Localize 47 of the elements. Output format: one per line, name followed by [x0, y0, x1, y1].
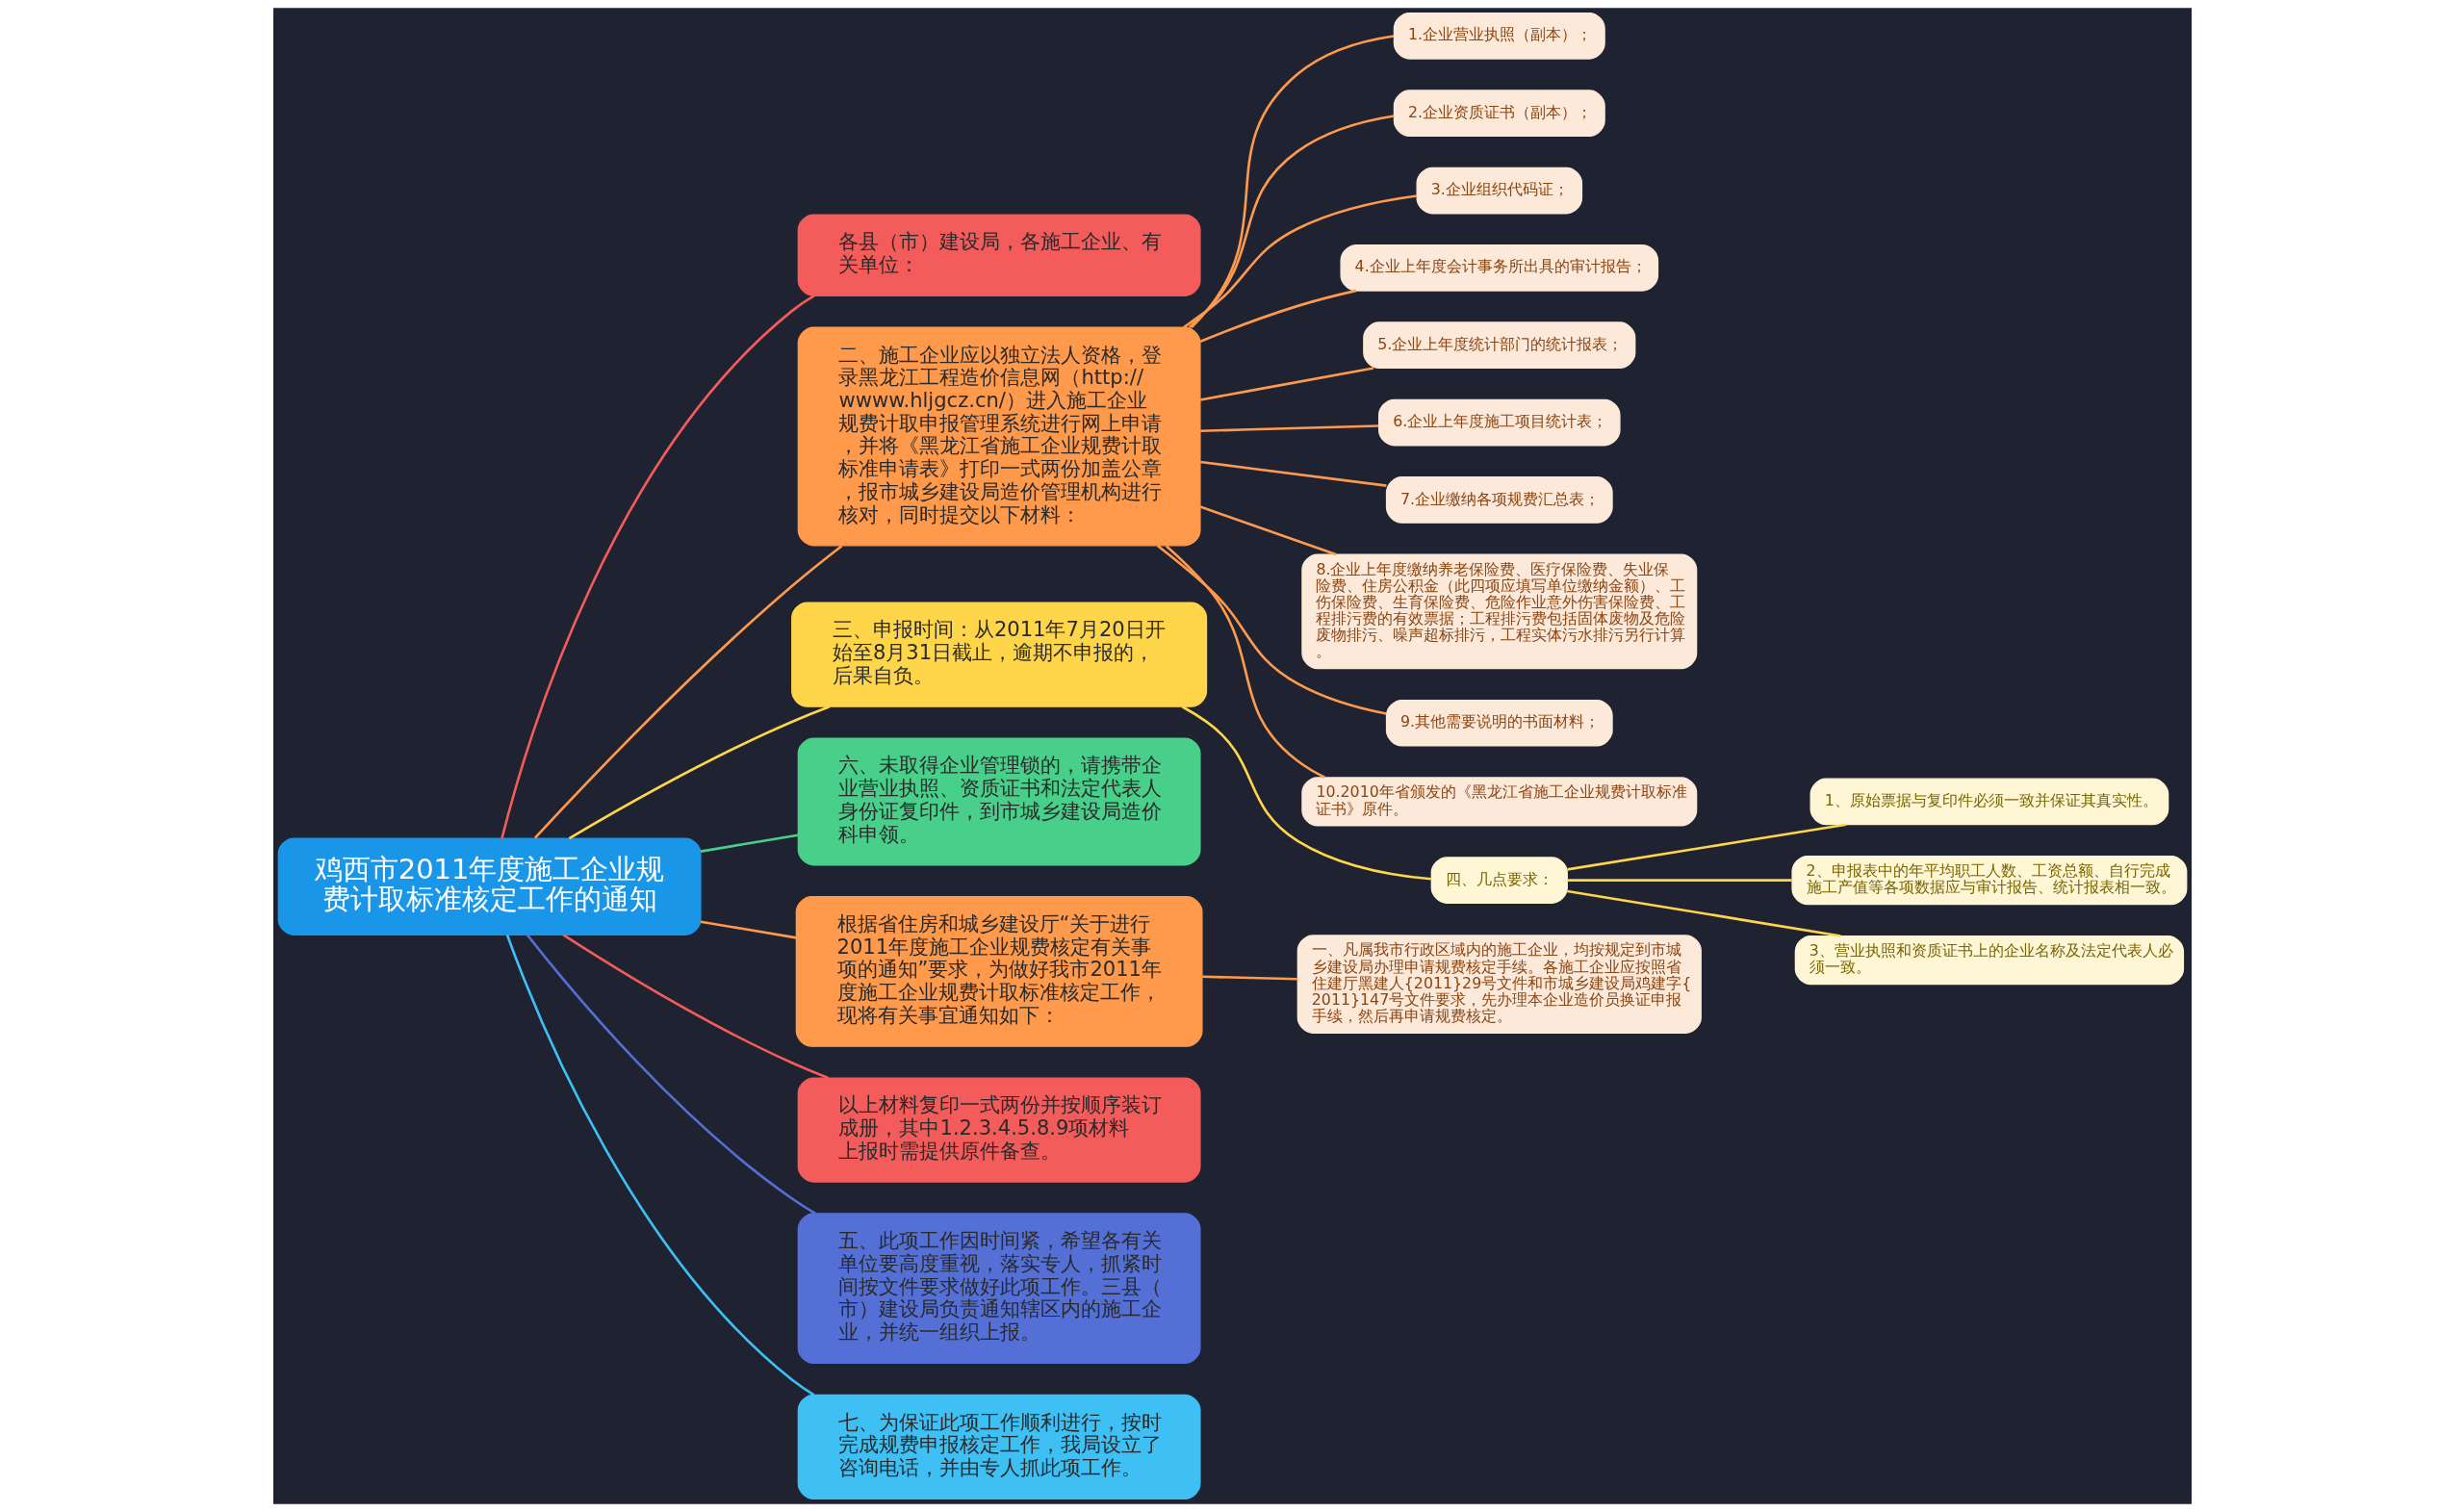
node-box: 1.企业营业执照（副本）；	[1393, 12, 1605, 60]
connector	[1199, 424, 1378, 433]
node-box: 9.其他需要说明的书面材料；	[1385, 699, 1613, 747]
node-box: 一、凡属我市行政区域内的施工企业，均按规定到市城乡建设局办理申请规费核定手续。各施工企业应按照省住建厅黑建人{2011}29号文件和市城乡建设局鸡建字{2011}147号文件要求，先办理本企业造价员换证申报手续，然后再申请规费核定。	[1296, 935, 1702, 1034]
connector	[505, 935, 814, 1397]
connector	[1199, 505, 1336, 556]
connector	[533, 545, 842, 839]
connector	[1181, 705, 1431, 881]
node-box: 6.企业上年度施工项目统计表；	[1377, 398, 1621, 447]
connector	[700, 920, 797, 939]
connector	[526, 934, 816, 1216]
connector	[500, 295, 814, 839]
node-box: 7.企业缴纳各项规费汇总表；	[1385, 476, 1613, 524]
node-box: 各县（市）建设局，各施工企业、有关单位：	[797, 214, 1201, 296]
node-box: 2、申报表中的年平均职工人数、工资总额、自行完成施工产值等各项数据应与审计报告、统计报表相一致。	[1790, 855, 2187, 906]
connector	[1188, 115, 1395, 328]
connector	[1182, 194, 1417, 329]
connector	[1199, 367, 1373, 401]
node-box: 3.企业组织代码证；	[1416, 167, 1582, 215]
node-box: 2.企业资质证书（副本）；	[1393, 90, 1605, 137]
connector	[562, 934, 829, 1080]
node-box: 根据省住房和城乡建设厅“关于进行2011年度施工企业规费核定有关事项的通知”要求，为做好我市2011年度施工企业规费计取标准核定工作，现将有关事宜通知如下：	[795, 896, 1203, 1047]
node-box: 1、原始票据与复印件必须一致并保证其真实性。	[1810, 778, 2169, 826]
connector	[1190, 35, 1394, 329]
connector	[1566, 889, 1841, 937]
node-box: 8.企业上年度缴纳养老保险费、医疗保险费、失业保险费、住房公积金（此四项应填写单位缴纳金额）、工伤保险费、生育保险费、危险作业意外伤害保险费、工程排污费的有效票据；工程排污费包括固体废物及危险废物排污、噪声超标排污，工程实体污水排污另行计算。	[1300, 553, 1697, 670]
node-box: 5.企业上年度统计部门的统计报表；	[1362, 321, 1635, 370]
connector	[700, 833, 798, 853]
connector	[1199, 289, 1356, 343]
node-box: 七、为保证此项工作顺利进行，按时完成规费申报核定工作，我局设立了咨询电话，并由专人抓此项工作。	[797, 1394, 1201, 1500]
node-box: 六、未取得企业管理锁的，请携带企业营业执照、资质证书和法定代表人身份证复印件，到市城乡建设局造价科申领。	[797, 737, 1201, 866]
node-box: 3、营业执照和资质证书上的企业名称及法定代表人必须一致。	[1794, 935, 2184, 986]
connector	[1165, 545, 1325, 779]
node-box: 4.企业上年度会计事务所出具的审计报告；	[1339, 244, 1658, 292]
node-box: 10.2010年省颁发的《黑龙江省施工企业规费计取标准证书》原件。	[1300, 777, 1697, 827]
node-box: 以上材料复印一式两份并按顺序装订成册，其中1.2.3.4.5.8.9项材料上报时需提供原件备查。	[797, 1077, 1201, 1183]
node-box: 三、申报时间：从2011年7月20日开始至8月31日截止，逾期不申报的，后果自负。	[790, 602, 1207, 707]
connector	[1156, 545, 1386, 715]
node-box: 五、此项工作因时间紧，希望各有关单位要高度重视，落实专人，抓紧时间按文件要求做好此项工作。三县（市）建设局负责通知辖区内的施工企业，并统一组织上报。	[797, 1213, 1201, 1365]
node-box: 二、施工企业应以独立法人资格，登录黑龙江工程造价信息网（http://wwww.hljgcz.cn/）进入施工企业规费计取申报管理系统进行网上申请，并将《黑龙江省施工企业规费计取标准申请表》打印一式两份加盖公章，报市城乡建设局造价管理机构进行核对，同时提交以下材料：	[797, 326, 1201, 547]
connector	[1566, 823, 1846, 871]
node-box: 鸡西市2011年度施工企业规费计取标准核定工作的通知	[277, 837, 702, 935]
connector	[1199, 460, 1387, 487]
connector	[568, 705, 830, 840]
connector	[1566, 879, 1792, 882]
node-box: 四、几点要求：	[1430, 857, 1568, 904]
connector	[1201, 975, 1297, 981]
